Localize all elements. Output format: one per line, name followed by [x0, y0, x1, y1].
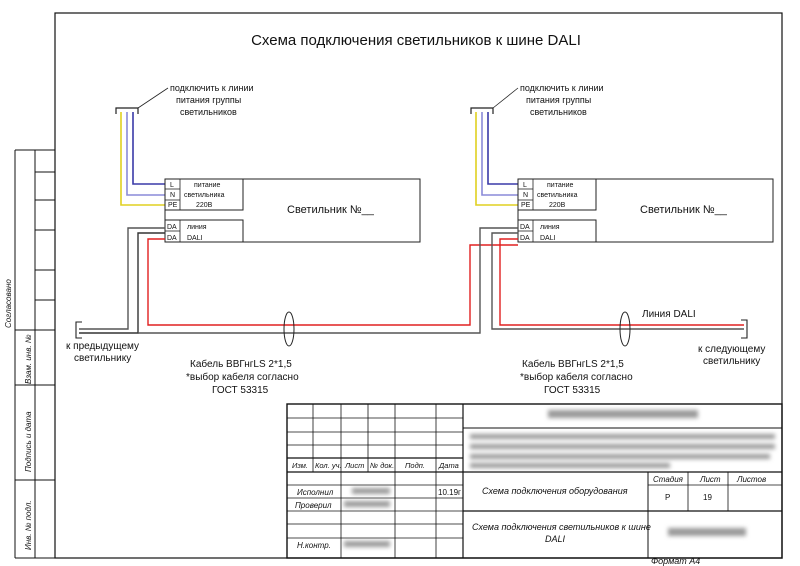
fixture-1-wire-l	[132, 112, 165, 185]
fixture-1-supply-end	[115, 107, 139, 114]
stage-value: Р	[665, 493, 670, 502]
fixture-1-dali-label-2: DALI	[187, 235, 203, 242]
fixture-1-terminal-pe: PE	[168, 202, 178, 209]
fixture-1-note-leader	[137, 87, 169, 109]
stamp-original-inv: Инв. № подл.	[24, 500, 33, 550]
fixture-1-terminal-da2: DA	[167, 235, 177, 242]
fixture-1-terminal-da1: DA	[167, 224, 177, 231]
fixture-1-wire-pe	[120, 112, 165, 206]
sheet-title-2: DALI	[545, 534, 566, 544]
dali-bus	[75, 227, 748, 339]
to-next-2: светильнику	[703, 356, 760, 367]
title-block	[286, 403, 783, 559]
side-stamp	[14, 149, 55, 559]
sheet-header: Лист	[699, 475, 721, 484]
cable-note-1-line-1: Кабель ВВГнгLS 2*1,5	[190, 358, 292, 370]
dali-prev-end	[75, 321, 82, 339]
fixture-1-supply-note-2: питания группы	[176, 95, 241, 105]
cable-marker-2	[619, 311, 631, 347]
fixture-2-supply-note-3: светильников	[530, 107, 587, 117]
cable-note-2-line-1: Кабель ВВГнгLS 2*1,5	[522, 358, 624, 370]
stamp-replace-inv: Взам. инв. №	[24, 334, 33, 384]
format-label: Формат А4	[651, 556, 700, 566]
fixture-2-terminal-da1: DA	[520, 224, 530, 231]
fixture-2-power-label-2: светильника	[537, 192, 578, 199]
fixture-1-terminal-n: N	[170, 192, 175, 199]
col-header-sign: Подп.	[405, 461, 425, 470]
cable-marker-1	[283, 311, 295, 347]
fixture-2-power-label-1: питание	[547, 182, 573, 189]
sheets-header: Листов	[736, 475, 766, 484]
fixture-2-supply-end	[470, 107, 494, 114]
cable-note-1-line-2: *выбор кабеля согласно	[186, 371, 299, 383]
to-next-1: к следующему	[698, 344, 765, 355]
col-header-qty: Кол. уч.	[315, 461, 342, 470]
fixture-1-power-label-3: 220В	[196, 202, 213, 209]
fixture-1-name: Светильник №__	[287, 204, 375, 216]
fixture-2: подключить к линии питания группы светил…	[470, 83, 774, 243]
fixture-1-power-label-1: питание	[194, 182, 220, 189]
fixture-2-terminal-l: L	[523, 182, 527, 189]
dali-wire-prev-dark	[79, 232, 165, 334]
fixture-2-supply-note-2: питания группы	[526, 95, 591, 105]
fixture-2-terminal-da2: DA	[520, 235, 530, 242]
fixture-1-power-label-2: светильника	[184, 192, 225, 199]
fixture-1-wire-n	[126, 112, 165, 196]
dali-wire-red-1	[147, 238, 518, 326]
sheet-value: 19	[703, 493, 712, 502]
fixture-2-name: Светильник №__	[640, 204, 728, 216]
fixture-2-supply-note-1: подключить к линии	[520, 83, 604, 93]
fixture-1-power-block	[164, 178, 244, 211]
fixture-1-supply-note-1: подключить к линии	[170, 83, 254, 93]
stage-header: Стадия	[653, 475, 684, 484]
stamp-signature-date: Подпись и дата	[24, 411, 33, 472]
stamp-agreed: Согласовано	[4, 279, 13, 328]
dali-wire-red-2	[499, 238, 744, 326]
dali-wire-prev-gray	[79, 227, 165, 330]
fixture-2-wire-n	[481, 112, 518, 196]
role-norm-control: Н.контр.	[297, 541, 331, 550]
dali-wire-link-dark	[138, 227, 518, 334]
fixture-2-wire-l	[487, 112, 518, 185]
fixture-2-terminal-pe: PE	[521, 202, 531, 209]
cable-note-2-line-3: ГОСТ 53315	[544, 385, 601, 396]
fixture-1: подключить к линии питания группы светил…	[115, 83, 421, 243]
fixture-2-dali-label-2: DALI	[540, 235, 556, 242]
fixture-2-note-leader	[492, 87, 519, 109]
dali-wire-next-gray	[491, 232, 744, 330]
fixture-2-wire-pe	[475, 112, 518, 206]
fixture-2-dali-label-1: линия	[540, 224, 560, 231]
fixture-1-terminal-l: L	[170, 182, 174, 189]
col-header-change: Изм.	[292, 461, 308, 470]
to-previous-2: светильнику	[74, 353, 131, 364]
col-header-doc: № док.	[370, 461, 394, 470]
role-checked: Проверил	[295, 501, 332, 510]
role-executed: Исполнил	[297, 488, 334, 497]
cable-note-2-line-2: *выбор кабеля согласно	[520, 371, 633, 383]
col-header-date: Дата	[438, 461, 459, 470]
fixture-2-power-label-3: 220В	[549, 202, 566, 209]
fixture-2-terminal-n: N	[523, 192, 528, 199]
diagram-title: Схема подключения светильников к шине DA…	[251, 32, 581, 49]
col-header-sheet: Лист	[344, 461, 364, 470]
fixture-2-power-block	[517, 178, 597, 211]
dali-line-label: Линия DALI	[642, 309, 696, 320]
redacted-entries	[344, 410, 775, 547]
sheet-title-1: Схема подключения светильников к шине	[472, 522, 651, 532]
to-previous-1: к предыдущему	[66, 341, 139, 352]
doc-title: Схема подключения оборудования	[482, 486, 628, 496]
title-block-date: 10.19г	[438, 488, 461, 497]
fixture-1-dali-label-1: линия	[187, 224, 207, 231]
fixture-1-supply-note-3: светильников	[180, 107, 237, 117]
cable-note-1-line-3: ГОСТ 53315	[212, 385, 269, 396]
dali-next-end	[741, 319, 748, 339]
